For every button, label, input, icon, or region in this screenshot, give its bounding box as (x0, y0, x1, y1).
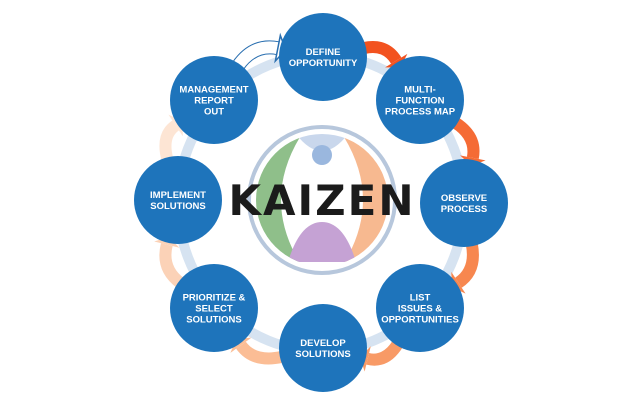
step-label: OPPORTUNITY (289, 58, 358, 69)
step-circle (170, 56, 258, 144)
step-label: OBSERVE (441, 193, 487, 204)
step-label: MULTI- (404, 85, 435, 96)
step-label: DEVELOP (300, 338, 346, 349)
step-label: PROCESS (441, 204, 487, 215)
step-label: IMPLEMENT (150, 190, 206, 201)
step-label: PROCESS MAP (385, 107, 456, 118)
logo-peach-segment (344, 137, 388, 263)
step-label: FUNCTION (395, 96, 444, 107)
step-label: SOLUTIONS (150, 201, 205, 212)
step-label: LIST (410, 293, 431, 304)
step-circle (420, 159, 508, 247)
step-circle (279, 304, 367, 392)
step-label: OUT (204, 107, 224, 118)
kaizen-title: KAIZEN (229, 176, 416, 225)
step-label: SELECT (195, 304, 233, 315)
step-label: MANAGEMENT (179, 85, 248, 96)
step-label: ISSUES & (398, 304, 442, 315)
step-label: OPPORTUNITIES (381, 315, 459, 326)
logo-head (312, 145, 332, 165)
step-label: SOLUTIONS (186, 315, 241, 326)
step-circle (134, 156, 222, 244)
step-label: REPORT (194, 96, 234, 107)
step-circle (376, 56, 464, 144)
step-label: DEFINE (306, 47, 341, 58)
step-circle (170, 264, 258, 352)
step-circle (376, 264, 464, 352)
step-label: PRIORITIZE & (183, 293, 246, 304)
logo-top-segment (296, 134, 348, 151)
kaizen-logo: KAIZEN (229, 125, 416, 275)
logo-green-segment (256, 137, 300, 263)
step-circle (279, 13, 367, 101)
step-label: SOLUTIONS (295, 349, 350, 360)
logo-purple-segment (288, 222, 356, 262)
